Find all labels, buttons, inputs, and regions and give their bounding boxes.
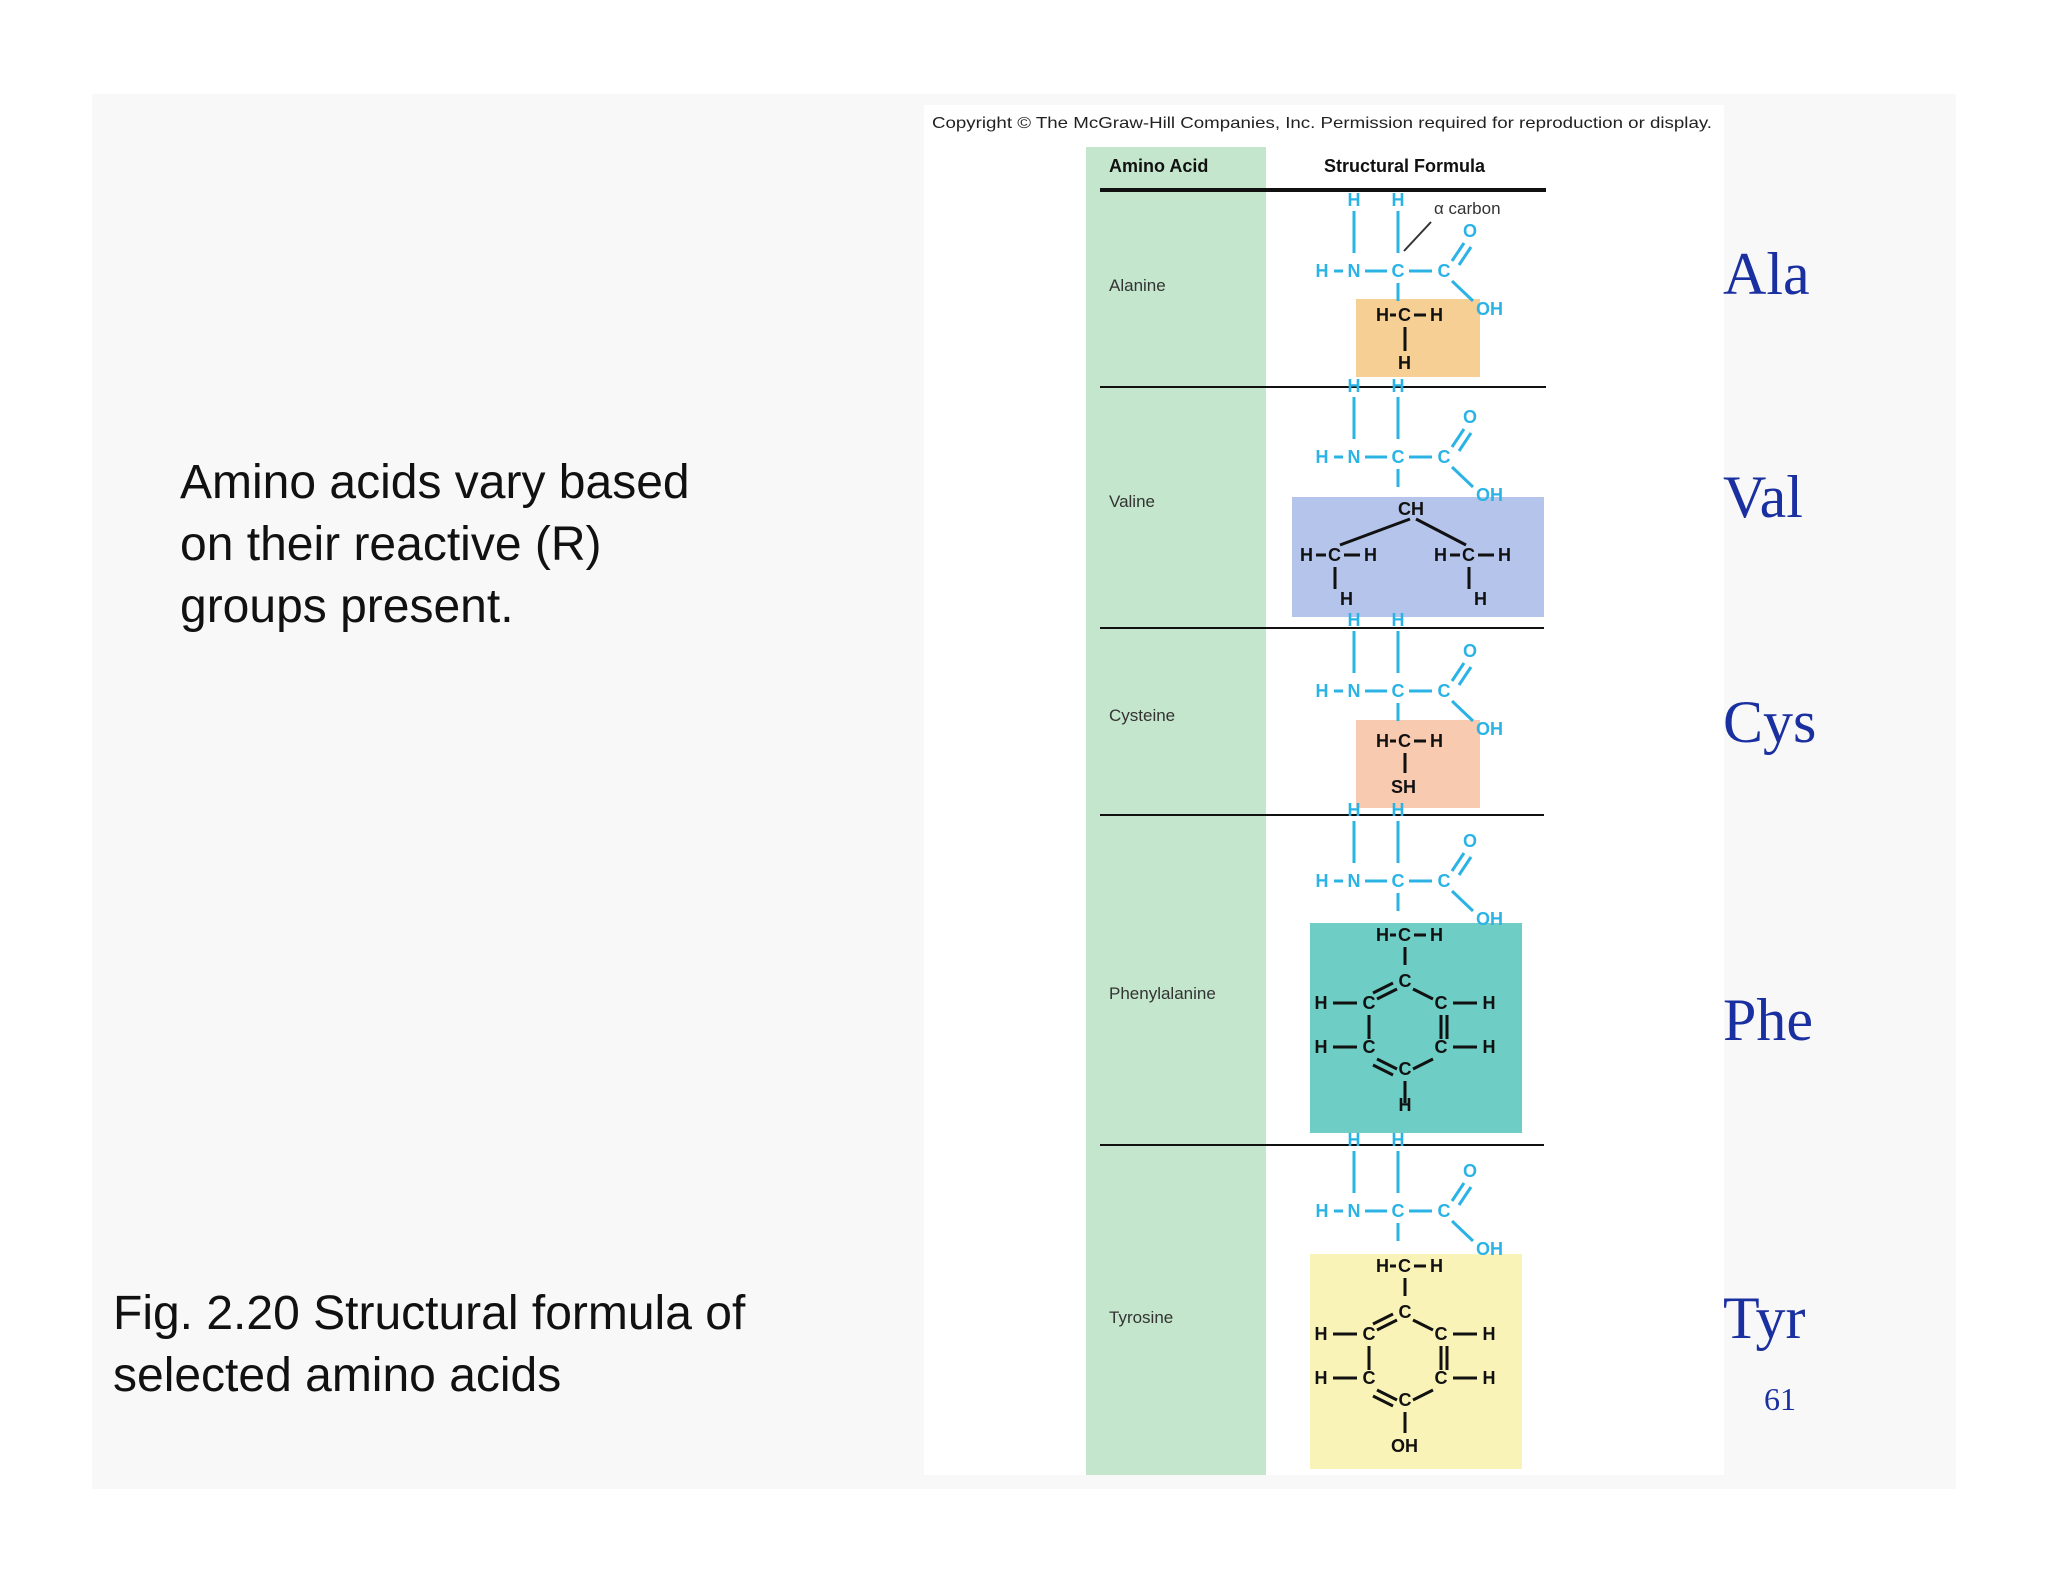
alpha-carbon-pointer (1403, 221, 1432, 252)
cysteine-r-group (1356, 720, 1480, 808)
alpha-carbon-label: α carbon (1434, 199, 1501, 218)
svg-text:CH: CH (1398, 499, 1424, 519)
header-structural-formula: Structural Formula (1324, 156, 1486, 176)
caption-line: Fig. 2.20 Structural formula of (113, 1287, 746, 1340)
figure-svg: H H H N C C O OH (932, 115, 1712, 1475)
valine-r-group (1292, 497, 1544, 617)
svg-text:C: C (1398, 1256, 1411, 1276)
body-line: groups present. (180, 580, 514, 633)
tyrosine-oh-mask (1390, 1433, 1430, 1463)
svg-text:H: H (1364, 545, 1377, 565)
abbr-tyr: Tyr (1723, 1285, 1806, 1351)
header-amino-acid: Amino Acid (1109, 156, 1208, 176)
svg-text:H: H (1430, 305, 1443, 325)
phenylalanine-r-group (1310, 923, 1522, 1133)
svg-text:C: C (1398, 925, 1411, 945)
abbr-cys: Cys (1723, 689, 1817, 755)
abbr-phe: Phe (1723, 987, 1813, 1053)
amino-acid-column (1086, 147, 1266, 1475)
svg-text:C: C (1328, 545, 1341, 565)
body-line: Amino acids vary based (180, 456, 690, 509)
abbr-ala: Ala (1723, 241, 1810, 307)
svg-text:H: H (1300, 545, 1313, 565)
amino-acid-name: Phenylalanine (1109, 984, 1216, 1003)
valine-backbone (1314, 374, 1505, 507)
phe-terminal-h: H (1399, 1095, 1412, 1115)
svg-text:H: H (1498, 545, 1511, 565)
svg-text:H: H (1430, 731, 1443, 751)
amino-acid-name: Tyrosine (1109, 1308, 1173, 1327)
copyright-notice: Copyright © The McGraw-Hill Companies, I… (932, 115, 1712, 132)
svg-text:C: C (1398, 305, 1411, 325)
phenylalanine-backbone (1314, 798, 1505, 931)
svg-text:C: C (1398, 731, 1411, 751)
amino-acid-name: Valine (1109, 492, 1155, 511)
abbr-val: Val (1723, 464, 1803, 530)
body-line: on their reactive (R) (180, 518, 602, 571)
svg-text:H: H (1430, 925, 1443, 945)
svg-text:H: H (1434, 545, 1447, 565)
amino-acid-name: Alanine (1109, 276, 1166, 295)
figure-caption: Fig. 2.20 Structural formula of selected… (113, 1283, 745, 1407)
body-text: Amino acids vary based on their reactive… (180, 452, 690, 638)
svg-text:H: H (1474, 589, 1487, 609)
tyrosine-oh-label: OH (1391, 1436, 1418, 1456)
svg-text:H: H (1376, 731, 1389, 751)
svg-text:H: H (1398, 353, 1411, 373)
amino-acid-figure: H H H N C C O OH (924, 105, 1724, 1475)
svg-text:C: C (1462, 545, 1475, 565)
svg-text:H: H (1376, 305, 1389, 325)
page-number: 61 (1764, 1381, 1796, 1417)
caption-line: selected amino acids (113, 1349, 562, 1402)
alanine-r-group (1356, 299, 1480, 377)
svg-text:H: H (1340, 589, 1353, 609)
svg-text:H: H (1376, 1256, 1389, 1276)
svg-text:SH: SH (1391, 777, 1416, 797)
amino-acid-name: Cysteine (1109, 706, 1175, 725)
cysteine-backbone (1314, 608, 1505, 741)
svg-text:H: H (1376, 925, 1389, 945)
svg-text:H: H (1430, 1256, 1443, 1276)
tyrosine-backbone (1314, 1128, 1505, 1261)
